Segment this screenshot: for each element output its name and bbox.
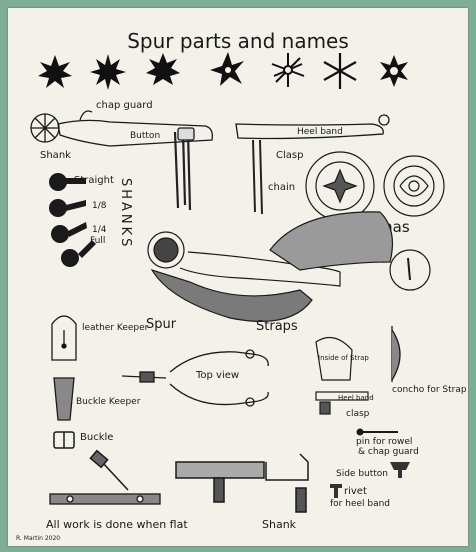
concha-icon: [384, 156, 444, 216]
quarter-label: 1/4: [92, 225, 107, 235]
vise-icon: [176, 462, 264, 502]
saw-icon: [266, 454, 308, 512]
shank-label: Shank: [40, 150, 71, 161]
rowel-icon: [31, 114, 59, 142]
leather-keeper-icon: [52, 316, 76, 360]
eighth-label: 1/8: [92, 201, 107, 211]
hammer-icon: [90, 451, 128, 490]
clasp-label: Clasp: [276, 150, 303, 161]
rowel-icon: [90, 54, 126, 90]
rowel-icon: [38, 55, 72, 88]
signature: R. Martin 2020: [16, 535, 60, 542]
spur-strap-label: Spur: [146, 317, 177, 332]
leather-keeper-label: leather Keeper: [82, 323, 149, 333]
all-work-label: All work is done when flat: [46, 518, 188, 531]
button-label: Button: [130, 131, 160, 141]
straps-label: Straps: [256, 319, 298, 334]
straight-label: Straight: [74, 175, 114, 186]
buckle-icon: [54, 432, 74, 448]
rowels-row: [38, 52, 408, 90]
rivet-icon: [330, 484, 342, 498]
concho-side-icon: [392, 326, 400, 382]
shanks-label: SHANKS: [118, 178, 133, 249]
buckle-label: Buckle: [80, 432, 113, 443]
heel-band-clasp-drawing: [316, 338, 368, 415]
strap-drawing: [148, 212, 430, 322]
shank-samples: [49, 173, 96, 267]
shank-bottom-label: Shank: [262, 518, 297, 531]
pin-for-rowel-label: pin for rowel: [356, 437, 412, 447]
rowel-icon: [146, 53, 180, 85]
for-heel-band-label: for heel band: [330, 499, 390, 509]
heel-band-label: Heel band: [297, 127, 343, 137]
side-button-icon: [390, 462, 410, 478]
concho-for-strap-label: concho for Strap: [392, 385, 467, 395]
heel-band-small-label: Heel band: [338, 394, 374, 402]
chain-label: chain: [268, 182, 295, 193]
inside-of-strap-label: Inside of Strap: [318, 354, 369, 362]
clasp-small-label: clasp: [346, 409, 370, 419]
chap-guard-small-label: & chap guard: [358, 447, 419, 457]
top-view-label: Top view: [195, 370, 239, 381]
rowel-icon: [210, 52, 244, 86]
side-button-label: Side button: [336, 469, 388, 479]
rowel-icon: [324, 53, 356, 89]
rowel-icon: [272, 53, 304, 87]
flat-spur-icon: [50, 494, 160, 504]
concha-icon: [306, 152, 374, 220]
buckle-keeper-icon: [54, 378, 74, 420]
rivet-label: rivet: [344, 486, 367, 497]
chap-guard-label: chap guard: [96, 100, 153, 111]
rowel-icon: [380, 55, 408, 87]
full-label: Full: [90, 236, 105, 246]
pin-icon: [357, 429, 398, 435]
buckle-keeper-label: Buckle Keeper: [76, 397, 141, 407]
title: Spur parts and names: [127, 29, 349, 53]
